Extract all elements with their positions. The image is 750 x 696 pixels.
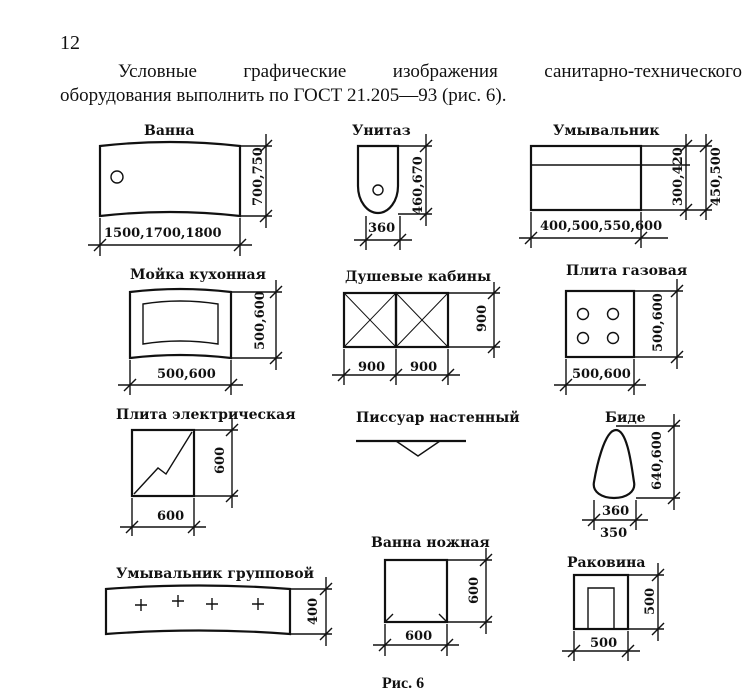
sink-symbol: Раковина 500 500 bbox=[562, 555, 665, 661]
group-washbasin-symbol: Умывальник групповой 400 bbox=[104, 565, 333, 646]
shower-cabins-label: Душевые кабины bbox=[345, 269, 491, 285]
group-washbasin-label: Умывальник групповой bbox=[116, 565, 314, 582]
intro-line-2: оборудования выполнить по ГОСТ 21.205—93… bbox=[60, 85, 507, 106]
electric-stove-width-dim: 600 bbox=[157, 509, 184, 524]
kitchen-sink-symbol: Мойка кухонная 500,600 500,600 bbox=[118, 266, 283, 395]
electric-stove-label: Плита электрическая bbox=[116, 407, 296, 423]
kitchen-sink-label: Мойка кухонная bbox=[130, 266, 266, 283]
bidet-label: Биде bbox=[605, 410, 646, 426]
bidet-symbol: Биде 360 350 640,600 bbox=[582, 410, 681, 541]
bath-height-dim: 700,750 bbox=[251, 147, 266, 206]
bidet-width1-dim: 360 bbox=[602, 504, 629, 519]
urinal-symbol: Писсуар настенный bbox=[356, 409, 520, 457]
toilet-width-dim: 360 bbox=[368, 221, 395, 236]
gas-stove-label: Плита газовая bbox=[566, 263, 687, 279]
toilet-height-dim: 460,670 bbox=[411, 156, 426, 215]
kitchen-sink-height-dim: 500,600 bbox=[253, 291, 268, 350]
shower-cabins-symbol: Душевые кабины 900 900 900 bbox=[332, 269, 501, 385]
intro-line-1: Условные графические изображения санитар… bbox=[118, 61, 742, 82]
kitchen-sink-width-dim: 500,600 bbox=[157, 367, 216, 382]
bidet-width2-dim: 350 bbox=[600, 526, 627, 541]
sink-width-dim: 500 bbox=[590, 636, 617, 651]
toilet-label: Унитаз bbox=[352, 123, 411, 139]
page-number: 12 bbox=[60, 32, 80, 54]
washbasin-height1-dim: 300,420 bbox=[671, 147, 686, 206]
group-washbasin-height-dim: 400 bbox=[306, 598, 321, 625]
washbasin-width-dim: 400,500,550,600 bbox=[540, 219, 662, 234]
urinal-label: Писсуар настенный bbox=[356, 409, 520, 426]
washbasin-symbol: Умывальник 400,500,550,600 300,420 450,5… bbox=[519, 123, 724, 248]
bidet-height-dim: 640,600 bbox=[650, 431, 665, 490]
bath-label: Ванна bbox=[144, 123, 194, 139]
toilet-symbol: Унитаз 360 460,670 bbox=[352, 123, 433, 250]
gas-stove-height-dim: 500,600 bbox=[651, 293, 666, 352]
shower-width2-dim: 900 bbox=[410, 360, 437, 375]
intro-paragraph: Условные графические изображения санитар… bbox=[60, 60, 742, 108]
shower-width1-dim: 900 bbox=[358, 360, 385, 375]
electric-stove-symbol: Плита электрическая 600 600 bbox=[116, 407, 296, 536]
washbasin-height2-dim: 450,500 bbox=[709, 147, 724, 206]
foot-bath-height-dim: 600 bbox=[467, 577, 482, 604]
figure-caption: Рис. 6 bbox=[382, 675, 425, 692]
foot-bath-label: Ванна ножная bbox=[371, 535, 490, 551]
sink-label: Раковина bbox=[567, 555, 645, 571]
shower-height-dim: 900 bbox=[475, 305, 490, 332]
foot-bath-width-dim: 600 bbox=[405, 629, 432, 644]
sink-height-dim: 500 bbox=[643, 588, 658, 615]
bath-symbol: Ванна 1500,1700,1800 700,750 bbox=[88, 123, 273, 256]
gas-stove-symbol: Плита газовая 500,600 500,600 bbox=[554, 263, 687, 395]
electric-stove-height-dim: 600 bbox=[213, 447, 228, 474]
foot-bath-symbol: Ванна ножная 600 600 bbox=[371, 535, 493, 656]
bath-width-dim: 1500,1700,1800 bbox=[104, 226, 222, 241]
gas-stove-width-dim: 500,600 bbox=[572, 367, 631, 382]
washbasin-label: Умывальник bbox=[553, 123, 659, 139]
